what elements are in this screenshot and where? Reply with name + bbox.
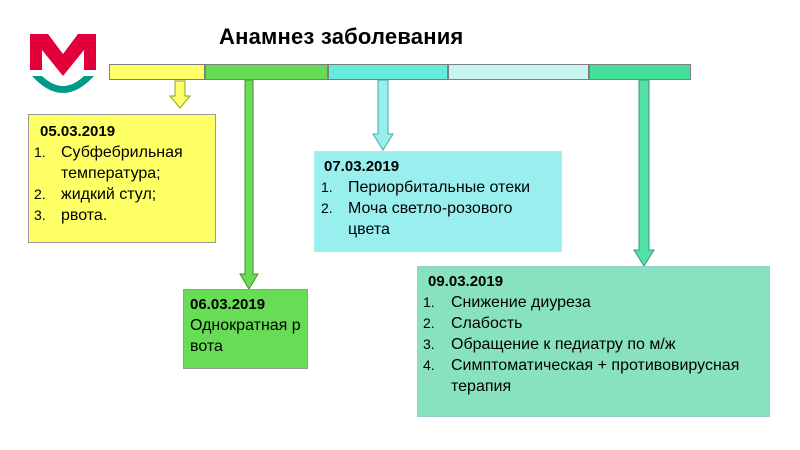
- list-item: 1.Снижение диуреза: [423, 294, 591, 311]
- list-item: 1.Субфебрильная температура;: [34, 144, 183, 182]
- event-box-0703: 07.03.2019 1.Периорбитальные отеки 2.Моч…: [314, 151, 562, 252]
- arrow-down-icon: [372, 80, 394, 151]
- timeline-bar: [109, 64, 691, 80]
- event-date: 05.03.2019: [40, 123, 116, 140]
- event-list: 1.Снижение диуреза 2.Слабость 3.Обращени…: [423, 292, 763, 397]
- arrow-down-icon: [633, 80, 655, 267]
- timeline-segment-cyan: [328, 64, 448, 80]
- timeline-segment-lightblue: [448, 64, 589, 80]
- timeline-segment-teal: [589, 64, 691, 80]
- event-text: Однократная рвота: [190, 317, 301, 355]
- page-title: Анамнез заболевания: [219, 24, 464, 49]
- list-item: 2.жидкий стул;: [34, 186, 157, 203]
- event-box-0503: 05.03.2019 1.Субфебрильная температура; …: [28, 114, 216, 243]
- university-logo: [30, 34, 96, 93]
- event-date: 06.03.2019: [190, 296, 266, 313]
- list-item: 2.Моча светло-розового цвета: [321, 200, 513, 238]
- list-item: 3.Обращение к педиатру по м/ж: [423, 336, 676, 353]
- arrow-down-icon: [239, 80, 259, 290]
- list-item: 4.Симптоматическая + противовирусная тер…: [423, 357, 740, 395]
- event-list: 1.Периорбитальные отеки 2.Моча светло-ро…: [321, 177, 555, 240]
- event-box-0603: 06.03.2019 Однократная рвота: [183, 289, 308, 369]
- list-item: 1.Периорбитальные отеки: [321, 179, 531, 196]
- timeline-segment-green: [205, 64, 328, 80]
- event-list: 1.Субфебрильная температура; 2.жидкий ст…: [34, 142, 209, 226]
- timeline-segment-yellow: [109, 64, 205, 80]
- event-box-0903: 09.03.2019 1.Снижение диуреза 2.Слабость…: [417, 266, 770, 417]
- event-date: 09.03.2019: [428, 273, 504, 290]
- event-date: 07.03.2019: [324, 158, 400, 175]
- list-item: 2.Слабость: [423, 315, 523, 332]
- list-item: 3.рвота.: [34, 207, 108, 224]
- arrow-down-icon: [169, 80, 191, 109]
